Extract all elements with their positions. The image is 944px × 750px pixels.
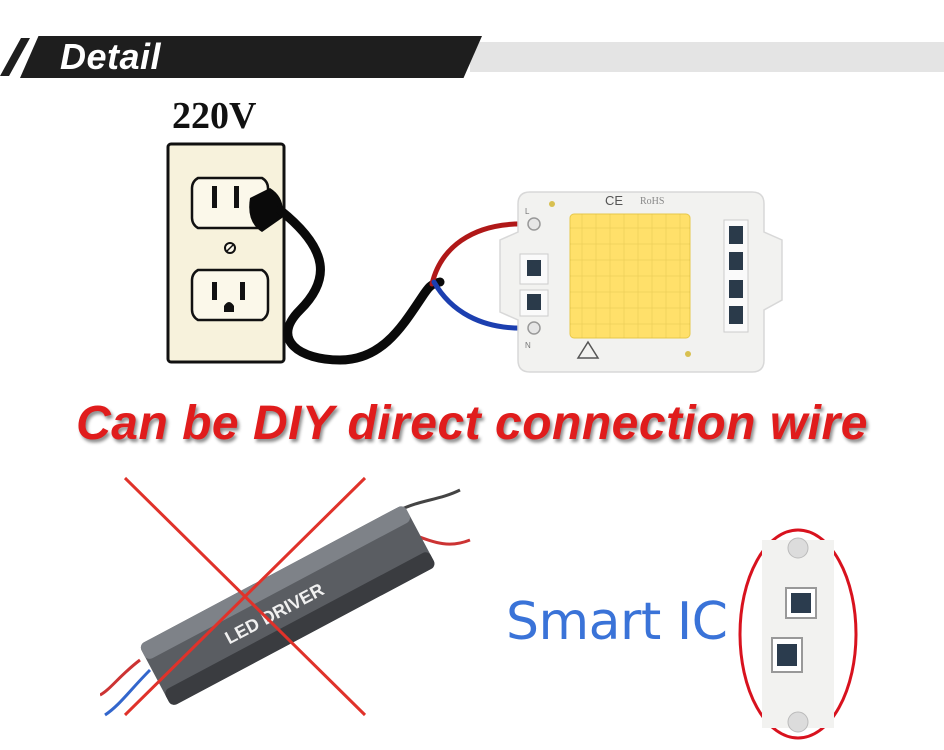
- plug: [212, 186, 283, 232]
- cob-led-chip: CE RoHS L N: [499, 191, 783, 373]
- neutral-wire: [431, 279, 531, 331]
- cross-line-2: [123, 476, 367, 717]
- headline: Can be DIY direct connection wire: [76, 397, 868, 450]
- voltage-label: 220V: [172, 95, 257, 137]
- header-title: Detail: [60, 36, 162, 77]
- wiring-illustration: CE RoHS L N: [166, 142, 783, 373]
- smart-ic-label: Smart IC: [506, 592, 728, 652]
- live-wire: [429, 221, 531, 287]
- header-banner: [20, 36, 482, 78]
- wall-outlet: [166, 142, 286, 364]
- power-cord: [275, 205, 445, 365]
- live-mark: L: [525, 207, 530, 216]
- led-driver-crossed: LED DRIVER: [100, 476, 471, 717]
- rohs-mark: RoHS: [640, 196, 664, 207]
- ce-mark: CE: [605, 193, 623, 208]
- neutral-mark: N: [525, 341, 531, 350]
- header-banner-light: [470, 42, 944, 72]
- smart-ic-callout: [738, 528, 858, 740]
